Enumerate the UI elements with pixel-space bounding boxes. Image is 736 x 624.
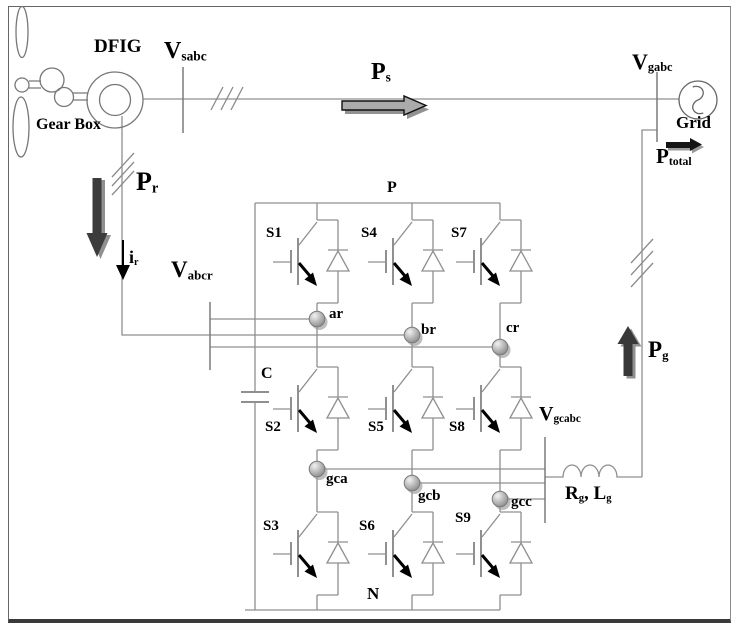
gearbox-icon xyxy=(29,67,88,108)
ptotal-arrow xyxy=(666,138,704,154)
ps-label: Ps xyxy=(371,59,391,85)
ptotal-label: Ptotal xyxy=(656,144,692,169)
igbt-s8 xyxy=(456,347,534,499)
filter-rg-lg-label: Rg, Lg xyxy=(565,483,612,504)
pg-arrow xyxy=(617,326,642,379)
capacitor-symbol xyxy=(241,391,269,403)
igbt-s3 xyxy=(273,469,351,610)
switch-label-s3: S3 xyxy=(263,518,279,534)
switch-label-s6: S6 xyxy=(359,518,375,534)
three-phase-marks-rotor xyxy=(111,152,135,196)
switch-label-s5: S5 xyxy=(368,419,384,435)
node-label-gcb: gcb xyxy=(418,488,441,504)
node-label-cr: cr xyxy=(506,320,520,336)
rotor-line xyxy=(121,116,500,348)
node-dot-br xyxy=(403,326,423,346)
turbine-blade-top xyxy=(15,5,29,59)
switch-label-s8: S8 xyxy=(449,419,465,435)
grid-label: Grid xyxy=(676,113,711,132)
dfig-icon xyxy=(86,71,144,129)
gsc-riser xyxy=(641,129,657,477)
node-label-gca: gca xyxy=(326,471,348,487)
capacitor-label: C xyxy=(261,365,273,382)
three-phase-marks-stator xyxy=(210,86,244,111)
three-phase-marks-gsc xyxy=(630,238,654,288)
ir-label: ir xyxy=(129,247,139,268)
node-label-ar: ar xyxy=(329,306,344,322)
node-label-br: br xyxy=(421,322,436,338)
inductor-symbol xyxy=(545,464,642,478)
wires xyxy=(121,98,679,611)
node-dots xyxy=(308,310,511,510)
turbine-hub xyxy=(14,77,30,93)
wind-turbine-icon xyxy=(12,5,30,158)
node-dot-gcc xyxy=(491,490,511,510)
igbt-s7 xyxy=(456,203,534,347)
igbt-s1 xyxy=(273,203,351,319)
switch-label-s2: S2 xyxy=(265,419,281,435)
dfig-label: DFIG xyxy=(94,36,142,57)
ir-arrow xyxy=(116,240,130,280)
gearbox-label: Gear Box xyxy=(36,116,102,133)
switch-label-s7: S7 xyxy=(451,225,467,241)
igbt-s2 xyxy=(273,319,351,469)
node-dot-cr xyxy=(491,338,511,358)
node-dot-gca xyxy=(308,460,328,480)
igbt-s9 xyxy=(456,499,534,610)
bus-ticks xyxy=(182,67,658,523)
igbt-s4 xyxy=(368,203,446,335)
dc-minus-label: N xyxy=(367,584,380,603)
node-label-gcc: gcc xyxy=(511,494,532,510)
ps-arrow xyxy=(341,94,429,119)
igbt-cells xyxy=(273,203,534,610)
vsabc-label: Vsabc xyxy=(164,38,207,64)
node-dot-gcb xyxy=(403,474,423,494)
three-phase-marks xyxy=(111,86,654,288)
igbt-s5 xyxy=(368,335,446,483)
vabcr-label: Vabcr xyxy=(171,257,213,283)
turbine-blade-bottom xyxy=(12,96,30,158)
sine-wave-glyph xyxy=(692,85,704,115)
switch-label-s9: S9 xyxy=(455,510,471,526)
pr-label: Pr xyxy=(136,167,159,197)
vgabc-label: Vgabc xyxy=(632,49,673,75)
grid-source-icon xyxy=(678,80,718,120)
figure-border xyxy=(8,6,731,623)
dc-plus-label: P xyxy=(387,179,397,196)
pg-label-text: Pg xyxy=(648,337,669,363)
switch-label-s1: S1 xyxy=(266,225,282,241)
switch-label-s4: S4 xyxy=(361,225,377,241)
node-dot-ar xyxy=(308,310,328,330)
pr-arrow xyxy=(86,178,111,259)
vgcabc-label: Vgcabc xyxy=(539,403,581,426)
